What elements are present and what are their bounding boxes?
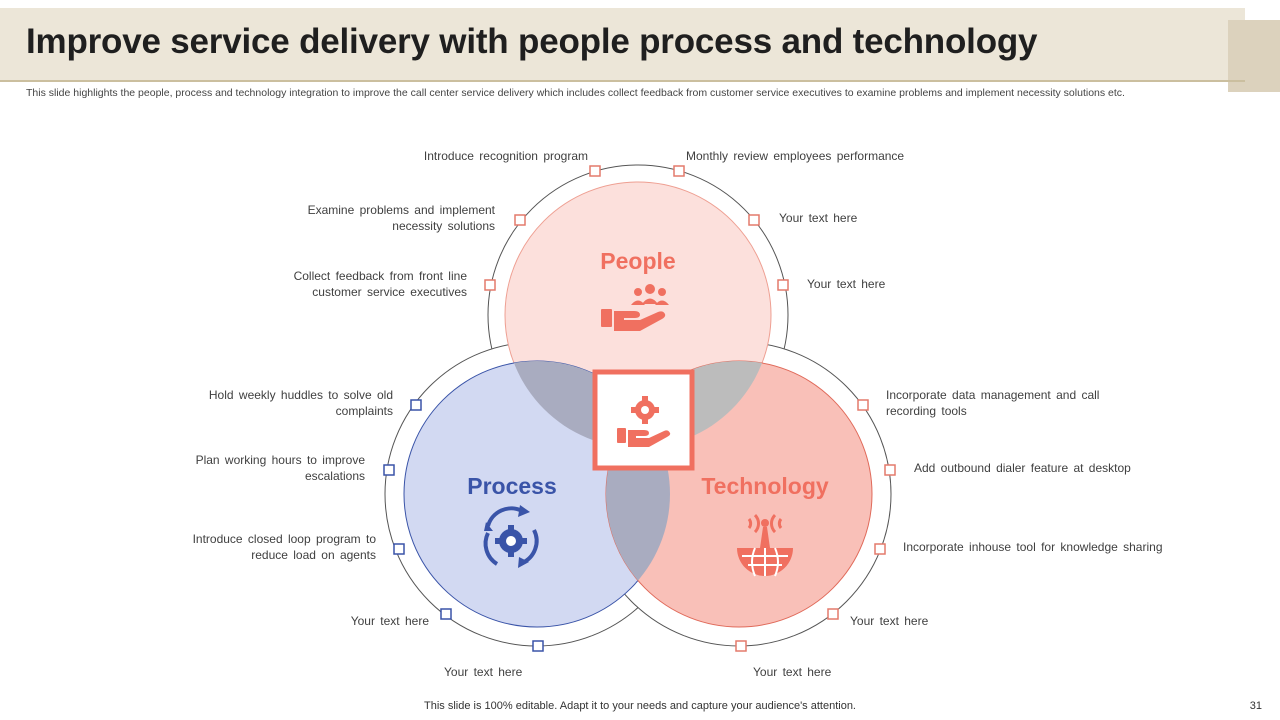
slide-description: This slide highlights the people, proces…: [26, 87, 1125, 99]
process-label-2: Plan working hours to improve escalation…: [195, 453, 365, 483]
people-title: People: [600, 248, 675, 274]
footer-note: This slide is 100% editable. Adapt it to…: [424, 700, 856, 712]
marker-square: [857, 399, 869, 411]
gear-cycle-icon: [483, 505, 539, 568]
marker-square: [484, 279, 496, 291]
process-label-4: Your text here: [350, 614, 429, 628]
marker-square: [735, 640, 747, 652]
tech-label-2: Add outbound dialer feature at desktop: [914, 461, 1131, 475]
page-number: 31: [1249, 700, 1262, 712]
title-underline: [0, 80, 1245, 82]
tech-label-1: Incorporate data management and call rec…: [886, 388, 1100, 418]
process-title: Process: [467, 473, 557, 499]
title-bar: [0, 8, 1245, 80]
marker-square: [673, 165, 685, 177]
people-label-4: Your text here: [779, 211, 858, 225]
marker-square: [383, 464, 395, 476]
tech-label-3: Incorporate inhouse tool for knowledge s…: [903, 540, 1163, 554]
marker-square: [393, 543, 405, 555]
people-label-1: Introduce recognition program: [423, 149, 588, 163]
people-label-2: Monthly review employees performance: [686, 149, 905, 163]
marker-square: [777, 279, 789, 291]
process-label-5: Your text here: [444, 665, 523, 679]
technology-title: Technology: [701, 473, 829, 499]
page-title: Improve service delivery with people pro…: [26, 22, 1038, 61]
people-label-6: Your text here: [807, 277, 886, 291]
process-markers: [383, 399, 544, 652]
people-label-5: Collect feedback from front line custome…: [293, 269, 467, 299]
technology-markers: [735, 399, 896, 652]
marker-square: [827, 608, 839, 620]
process-label-3: Introduce closed loop program to reduce …: [192, 532, 376, 562]
people-in-hand-icon: [601, 284, 669, 331]
marker-square: [440, 608, 452, 620]
people-label-3: Examine problems and implement necessity…: [307, 203, 495, 233]
process-label-1: Hold weekly huddles to solve old complai…: [208, 388, 393, 418]
marker-square: [589, 165, 601, 177]
tech-label-4: Your text here: [850, 614, 929, 628]
center-icon-box: [592, 369, 695, 471]
people-markers: [484, 165, 789, 291]
tech-label-5: Your text here: [753, 665, 832, 679]
marker-square: [874, 543, 886, 555]
gear-in-hand-icon: [617, 396, 671, 447]
marker-square: [884, 464, 896, 476]
antenna-globe-icon: [737, 513, 793, 577]
marker-square: [532, 640, 544, 652]
marker-square: [410, 399, 422, 411]
marker-square: [514, 214, 526, 226]
marker-square: [748, 214, 760, 226]
